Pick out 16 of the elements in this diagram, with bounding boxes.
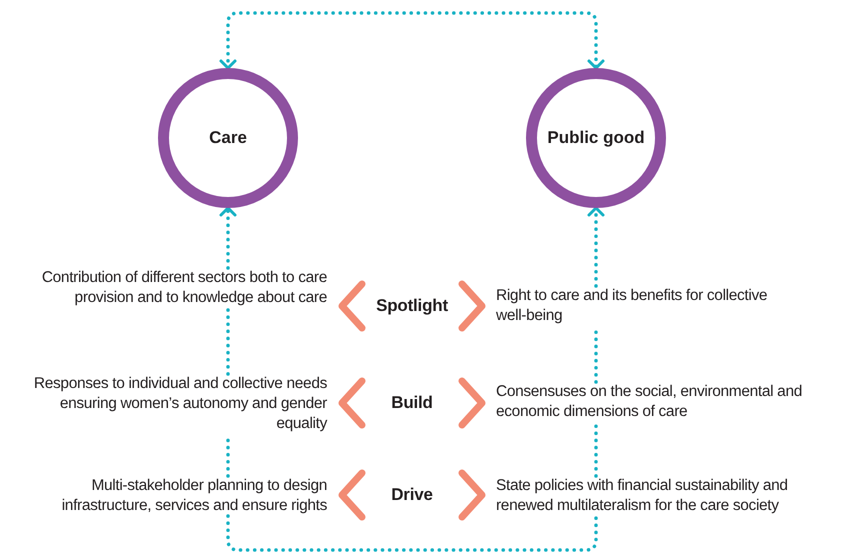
action-label: Build [391,393,433,413]
description-text: State policies with financial sustainability and renewed multilateralism for the care society [496,476,789,516]
description-text: Multi-stakeholder planning to design infrastructure, services and ensure rights [60,476,327,516]
description-text: Consensuses on the social, environmental and economic dimensions of care [496,382,803,422]
dotted-connector [226,306,230,376]
description-text: Responses to individual and collective needs ensuring women’s autonomy and gender equality [32,374,327,434]
dotted-arrow [220,206,236,270]
node-title: Public good [547,128,645,148]
dotted-connector [226,514,598,552]
description-text: Right to care and its benefits for collective well-being [496,286,768,326]
node-title: Care [209,128,247,148]
dotted-arrow [588,206,604,288]
dotted-arrow [220,11,604,70]
action-label: Spotlight [376,296,448,316]
description-text: Contribution of different sectors both to care provision and to knowledge about care [40,268,327,308]
action-label: Drive [391,485,433,505]
